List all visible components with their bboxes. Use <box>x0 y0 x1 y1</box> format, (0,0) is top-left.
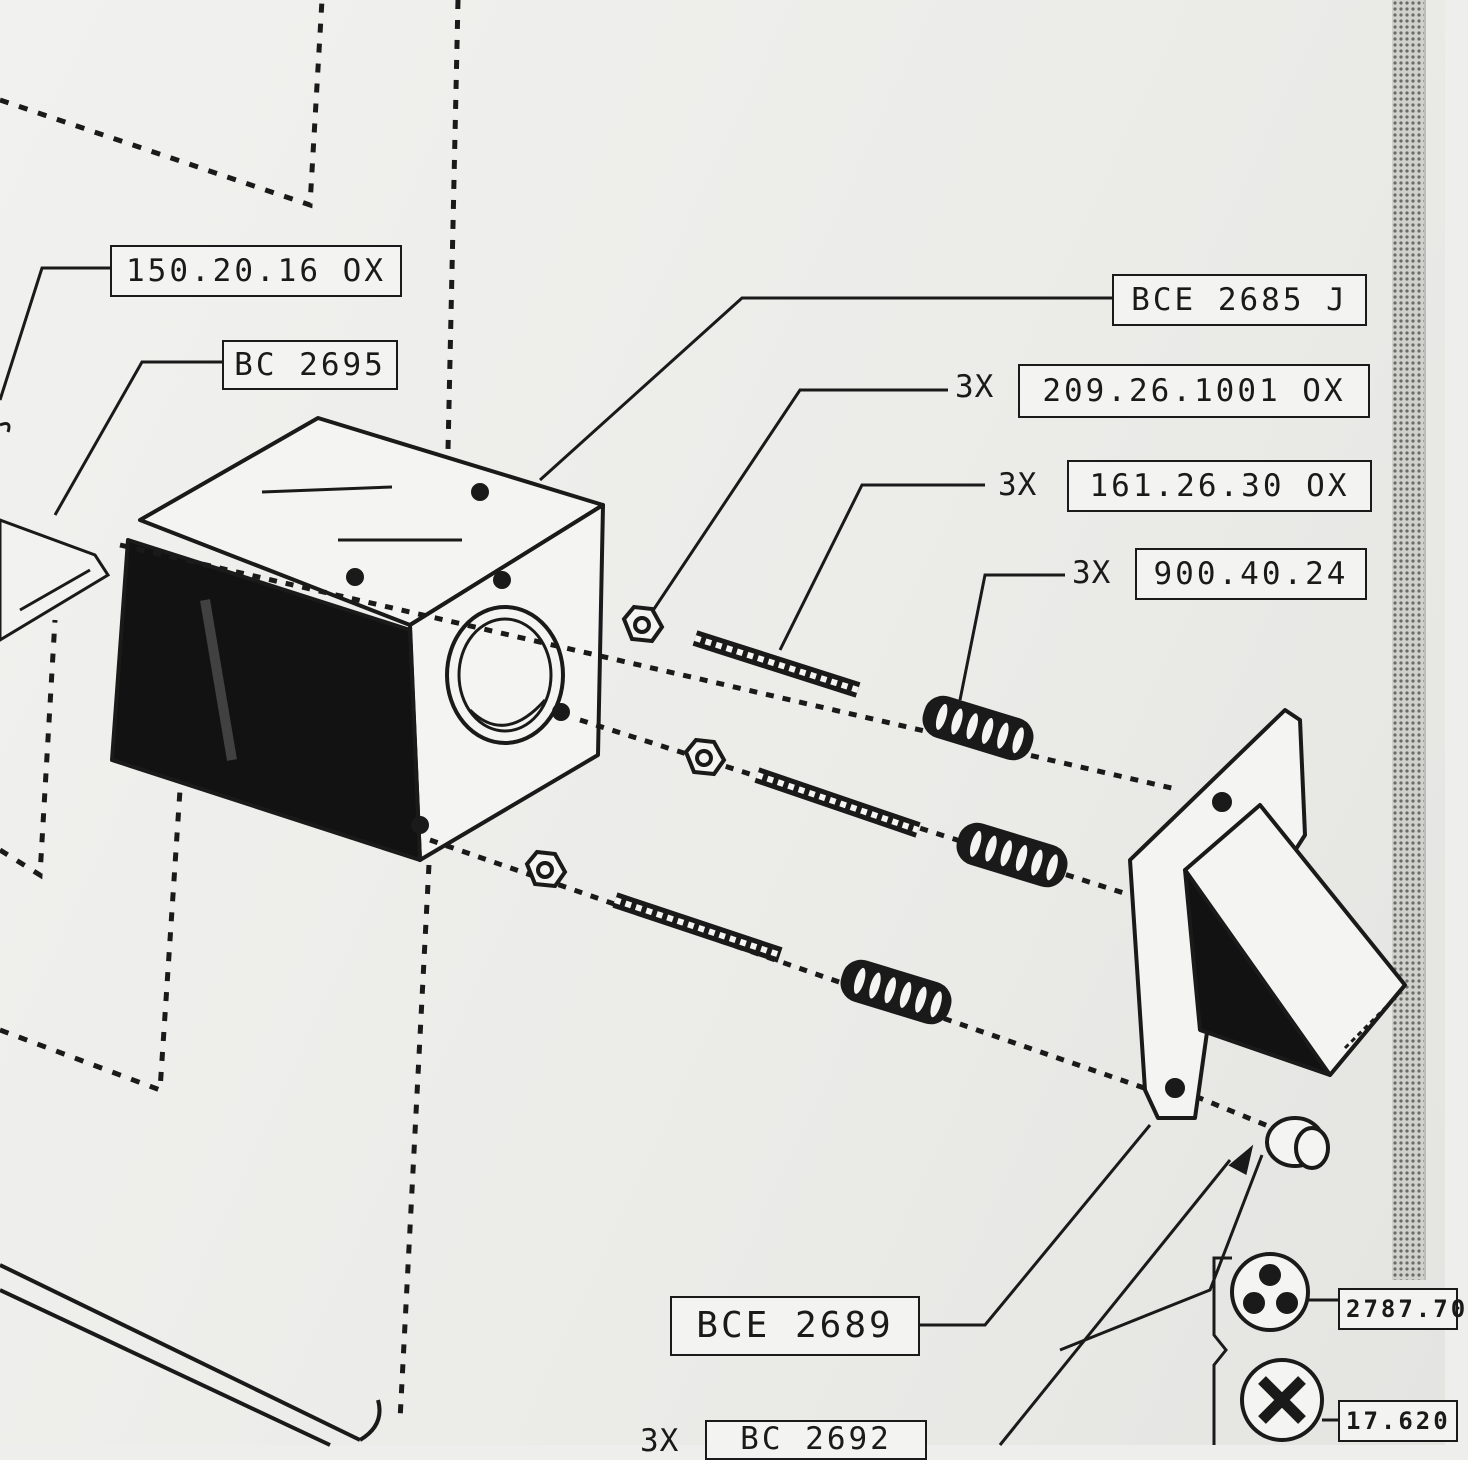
callout-bce-2689: BCE 2689 <box>670 1296 920 1356</box>
callout-161-26-30: 161.26.30 OX <box>1067 460 1372 512</box>
quantity-rods: 3X <box>998 467 1038 503</box>
halftone-border-strip <box>1392 0 1424 1280</box>
callout-bce-2685-j: BCE 2685 J <box>1112 274 1367 326</box>
housing-block <box>110 416 605 862</box>
callout-150-20-16: 150.20.16 OX <box>110 245 402 297</box>
callout-2787-70: 2787.70 <box>1338 1288 1465 1330</box>
screw-symbol-three-hole <box>1230 1252 1310 1332</box>
nuts <box>524 604 727 889</box>
quantity-springs: 3X <box>1072 555 1112 591</box>
screw-symbol-cross <box>1240 1358 1324 1442</box>
phantom-lines <box>0 0 461 1421</box>
callout-209-26-1001: 209.26.1001 OX <box>1018 364 1370 418</box>
left-plate-part <box>0 422 111 642</box>
bracket-brace <box>1212 1256 1232 1445</box>
callout-bc-2695: BC 2695 <box>222 340 398 390</box>
callout-bc-2692: BC 2692 <box>705 1420 927 1460</box>
base-plate-outline <box>0 1263 361 1447</box>
quantity-bc-2692: 3X <box>640 1423 680 1459</box>
leader-lines <box>0 266 1264 1446</box>
quantity-nuts: 3X <box>955 369 995 405</box>
callout-17-620: 17.620 <box>1338 1400 1458 1442</box>
callout-900-40-24: 900.40.24 <box>1135 548 1367 600</box>
mirror-mount-plate <box>1128 708 1407 1120</box>
threaded-rods <box>612 630 921 963</box>
exploded-view-drawing <box>0 0 1426 1447</box>
springs <box>840 695 1068 1025</box>
adjuster-knob <box>1228 1116 1330 1176</box>
